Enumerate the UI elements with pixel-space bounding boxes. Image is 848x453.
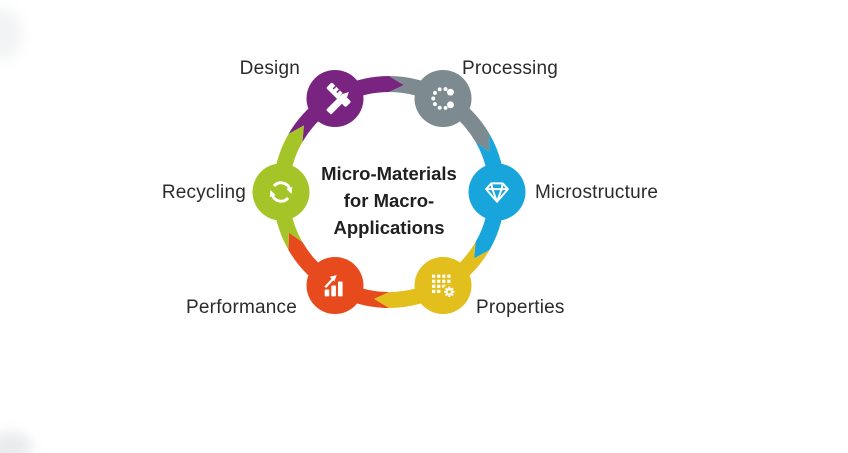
- node-circle-microstructure: [468, 163, 526, 221]
- label-performance: Performance: [186, 297, 297, 318]
- center-title-line1: Micro-Materials: [321, 163, 457, 184]
- label-properties: Properties: [476, 297, 565, 318]
- artifact-smudge: [0, 432, 32, 453]
- artifact-smudge: [0, 8, 22, 60]
- ring-segment-processing: [389, 75, 490, 152]
- label-microstructure: Microstructure: [535, 182, 659, 203]
- center-title: Micro-Materials for Macro- Applications: [294, 160, 484, 241]
- center-title-line2: for Macro-: [343, 190, 435, 211]
- ring-segment-properties: [374, 242, 490, 308]
- node-circles: [252, 70, 526, 314]
- label-design: Design: [239, 58, 300, 79]
- center-title-line3: Applications: [333, 217, 445, 238]
- ring-segment-design: [288, 75, 404, 142]
- label-processing: Processing: [462, 58, 558, 79]
- node-circle-design: [306, 70, 364, 127]
- label-recycling: Recycling: [161, 182, 246, 203]
- node-circle-processing: [414, 70, 472, 127]
- ring-segment-performance: [288, 232, 389, 308]
- node-circle-recycling: [252, 163, 310, 221]
